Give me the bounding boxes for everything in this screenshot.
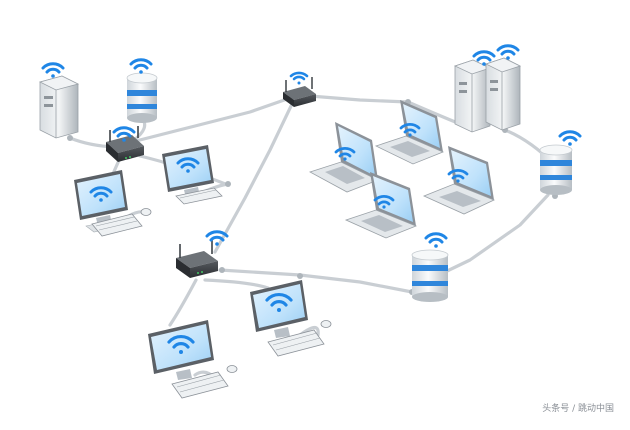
- wifi-icon: [399, 123, 421, 137]
- desktop-top-left: [74, 170, 152, 237]
- watermark: 头条号 / 跳动中国: [542, 404, 614, 414]
- wifi-icon: [289, 71, 309, 85]
- cable-router-to-router-center: [130, 96, 292, 144]
- cable-bottom-router-to-desktop-bc: [203, 278, 270, 290]
- cylinder-server-right: [539, 144, 573, 195]
- cable-bottom-router-to-desktop-bl: [168, 278, 198, 327]
- cylinder-server-center: [411, 249, 449, 302]
- wifi-icon: [334, 147, 356, 161]
- wifi-icons: [41, 44, 582, 354]
- server-pair-top-right: [453, 57, 522, 133]
- cable-center-to-laptops: [308, 94, 410, 104]
- wifi-icon: [176, 157, 200, 173]
- desktop-bottom-center: [250, 280, 332, 357]
- desktop-top-center-left: [162, 145, 223, 205]
- wifi-icon: [205, 230, 229, 246]
- cylinder-server-top-left: [126, 72, 158, 123]
- wifi-icon: [424, 232, 448, 248]
- wifi-icon: [472, 50, 496, 66]
- wifi-icon: [447, 169, 469, 183]
- desktop-bottom-left: [148, 320, 238, 399]
- router-top-left: [106, 126, 144, 162]
- wifi-icon: [167, 335, 195, 354]
- wifi-icon: [112, 126, 136, 142]
- server-tower-left: [38, 75, 80, 139]
- router-top-center: [283, 77, 316, 107]
- router-bottom-left: [176, 240, 218, 278]
- wifi-icon: [41, 62, 65, 78]
- cable-center-to-bottom-router: [213, 102, 294, 254]
- laptop-1: [308, 122, 380, 193]
- wifi-icon: [265, 293, 293, 312]
- wifi-icon: [373, 195, 395, 209]
- wifi-icon: [496, 44, 520, 60]
- cable-cyl-right-to-cyl-center: [443, 193, 550, 274]
- wifi-icon: [558, 130, 582, 146]
- wifi-icon: [89, 186, 113, 202]
- laptop-2: [374, 100, 445, 165]
- wifi-icon: [129, 58, 153, 74]
- laptop-4: [422, 146, 496, 215]
- cable-bottom-router-to-cyl-center: [218, 268, 414, 294]
